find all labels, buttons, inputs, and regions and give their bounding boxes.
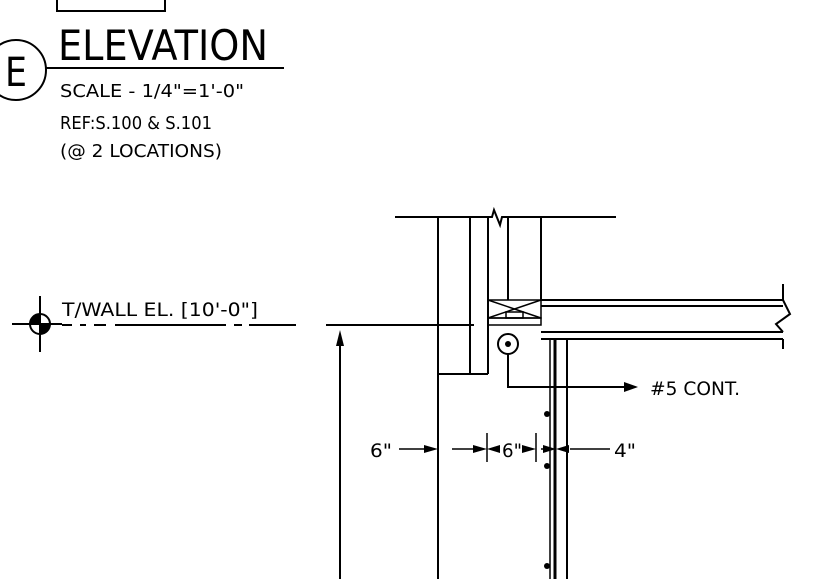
stem-rebar-dots — [544, 411, 550, 569]
dimension-middle: 6" — [502, 440, 522, 462]
reference-label: REF:S.100 & S.101 — [60, 113, 212, 134]
rebar-section — [497, 333, 519, 355]
dimension-arrows — [424, 445, 569, 453]
scale-label: SCALE - 1/4"=1'-0" — [60, 81, 244, 102]
stem-wall — [548, 338, 570, 579]
elevation-label: T/WALL EL. [10'-0"] — [61, 299, 258, 321]
rebar-callout: #5 CONT. — [650, 378, 740, 400]
detail-tag-circle — [0, 39, 47, 101]
top-slab-line — [395, 206, 616, 229]
detail-tag: E — [0, 39, 47, 101]
dimension-right: 4" — [614, 440, 636, 462]
height-dimension-arrow — [336, 330, 344, 346]
rebar-leader-arrow — [624, 382, 638, 392]
detail-title: ELEVATION — [58, 21, 268, 70]
detail-tag-letter: E — [5, 50, 27, 96]
rebar-leader — [507, 354, 625, 388]
elevation-target-symbol — [12, 296, 62, 352]
title-frame — [56, 0, 166, 12]
ledger-blocking — [487, 299, 542, 326]
locations-label: (@ 2 LOCATIONS) — [60, 141, 222, 162]
floor-slab — [541, 284, 792, 349]
dimension-left: 6" — [370, 440, 392, 462]
